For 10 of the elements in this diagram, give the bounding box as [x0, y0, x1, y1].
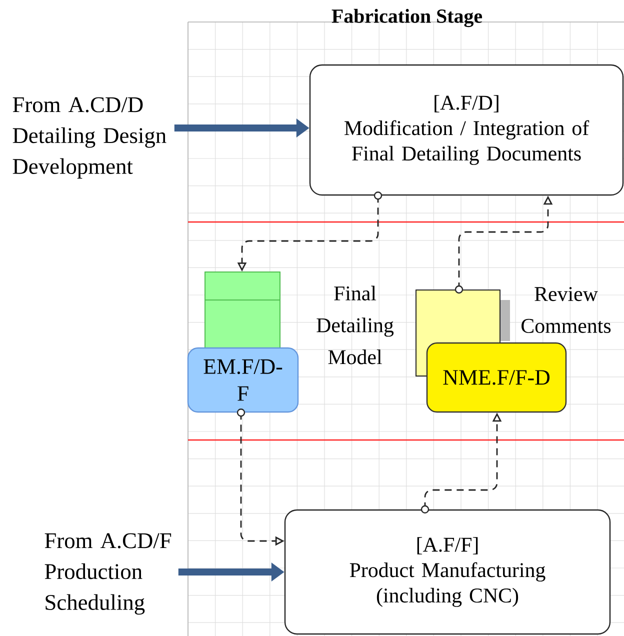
state-box: NME.F/F-D [426, 342, 567, 413]
caption-text: Final Detailing Model [316, 286, 394, 364]
process-box: [A.F/F] Product Manufacturing (including CNC) [284, 509, 611, 635]
title: Fabrication Stage [332, 8, 482, 28]
input-label: From A.CD/D Detailing Design Development [12, 97, 166, 179]
input-label: From A.CD/F Production Scheduling [44, 533, 172, 615]
process-box: [A.F/D] Modification / Integration of Final Detailing Documents [309, 64, 624, 196]
data-block [204, 272, 280, 348]
state-box: EM.F/D-F [187, 347, 299, 413]
node-caption: Review Comments [522, 287, 611, 333]
